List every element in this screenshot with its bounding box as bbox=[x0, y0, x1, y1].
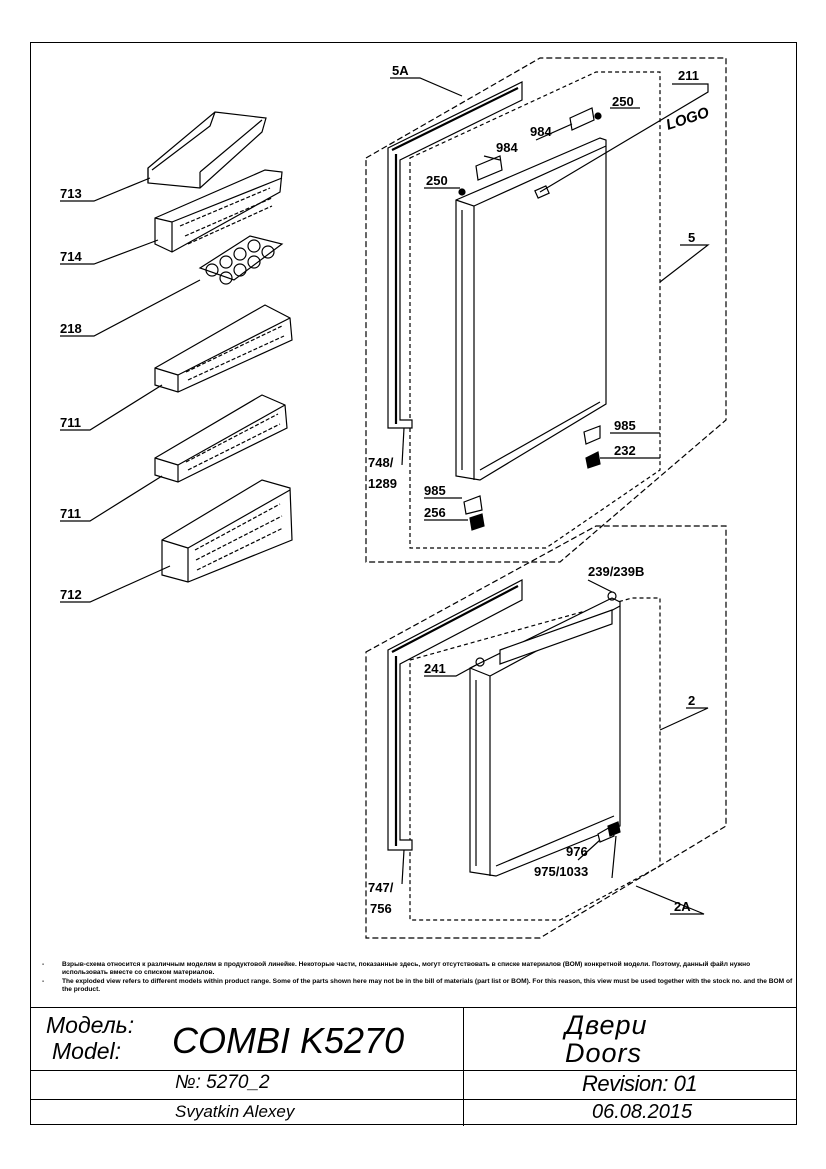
leader-714 bbox=[60, 239, 159, 265]
leader-239 bbox=[587, 579, 613, 593]
callout-241: 241 bbox=[424, 661, 446, 676]
leader-747 bbox=[401, 849, 405, 885]
callout-748: 748/ bbox=[368, 455, 394, 470]
callout-5A: 5A bbox=[392, 63, 409, 78]
leader-218 bbox=[60, 279, 201, 337]
part-985-bracket-bottom bbox=[463, 495, 483, 515]
part-712-bottle-shelf bbox=[161, 479, 293, 583]
title-ru: Двери bbox=[565, 1010, 648, 1040]
part-250-screw-left bbox=[458, 188, 466, 196]
author: Svyatkin Alexey bbox=[175, 1102, 295, 1121]
leader-2 bbox=[659, 707, 709, 731]
leader-711b bbox=[60, 475, 163, 522]
part-714-balcony-shelf bbox=[154, 169, 283, 253]
callout-714: 714 bbox=[60, 249, 82, 264]
leader-713 bbox=[60, 177, 151, 202]
group-5-boundary bbox=[409, 71, 661, 549]
group-2A-boundary bbox=[365, 525, 727, 939]
callout-250-left: 250 bbox=[426, 173, 448, 188]
leader-712 bbox=[60, 565, 171, 603]
part-713-shelf-cover bbox=[147, 111, 267, 189]
note-en: -The exploded view refers to different m… bbox=[42, 977, 793, 994]
leader-5A bbox=[390, 77, 463, 97]
part-711-door-shelf-lower bbox=[154, 394, 288, 483]
revision: Revision: 01 bbox=[582, 1071, 698, 1096]
title-en: Doors bbox=[565, 1038, 643, 1068]
part-2-lower-door bbox=[469, 597, 621, 877]
group-5A-boundary bbox=[365, 57, 727, 563]
callout-747: 747/ bbox=[368, 880, 394, 895]
callout-985-top: 985 bbox=[614, 418, 636, 433]
part-232-hinge-pin bbox=[585, 451, 601, 469]
exploded-view-drawing: 713 714 218 711 711 712 5A 211 LOGO 250 … bbox=[60, 57, 727, 939]
disclaimer-notes: -Взрыв-схема относится к различным модел… bbox=[30, 961, 797, 995]
callout-256: 256 bbox=[424, 505, 446, 520]
leader-241 bbox=[424, 663, 479, 677]
leader-5 bbox=[659, 244, 710, 283]
model-value: COMBI K5270 bbox=[172, 1020, 405, 1061]
callout-2A: 2A bbox=[674, 899, 691, 914]
logo-mark: LOGO bbox=[664, 104, 712, 134]
callout-711b: 711 bbox=[60, 506, 81, 521]
title-block: Модель: Model: COMBI K5270 Двери Doors №… bbox=[30, 1007, 797, 1126]
callout-211: 211 bbox=[678, 68, 699, 83]
part-250-screw-right bbox=[594, 112, 602, 120]
leader-211-logo bbox=[539, 83, 709, 193]
leader-984-right bbox=[535, 123, 573, 141]
leader-976 bbox=[577, 839, 601, 861]
part-5-upper-door bbox=[455, 137, 607, 481]
leader-748 bbox=[401, 427, 405, 466]
note-ru: -Взрыв-схема относится к различным модел… bbox=[42, 961, 751, 977]
leader-2A bbox=[635, 885, 705, 915]
callout-984-left: 984 bbox=[496, 140, 518, 155]
part-711-door-shelf-upper bbox=[154, 304, 293, 393]
callout-975-1033: 975/1033 bbox=[534, 864, 588, 879]
leader-984-left bbox=[483, 155, 501, 161]
callout-1289: 1289 bbox=[368, 476, 397, 491]
callout-232: 232 bbox=[614, 443, 636, 458]
callout-5: 5 bbox=[688, 230, 695, 245]
part-975-screw bbox=[607, 821, 621, 837]
document-number: №: 5270_2 bbox=[175, 1072, 270, 1093]
callout-984-right: 984 bbox=[530, 124, 552, 139]
callout-2: 2 bbox=[688, 693, 695, 708]
callout-713: 713 bbox=[60, 186, 82, 201]
drawing-frame bbox=[30, 42, 797, 1125]
part-985-bracket-top bbox=[583, 425, 601, 445]
leader-975 bbox=[611, 835, 617, 879]
date: 06.08.2015 bbox=[592, 1101, 693, 1123]
part-241-hinge-bushing bbox=[475, 657, 485, 667]
part-984-hinge-cover-left bbox=[475, 155, 503, 181]
part-256-hinge bbox=[469, 513, 485, 531]
model-label-en: Model: bbox=[52, 1038, 122, 1064]
part-984-hinge-cover-right bbox=[569, 107, 595, 131]
leader-711a bbox=[60, 384, 163, 431]
part-747-gasket bbox=[387, 579, 523, 851]
callout-976: 976 bbox=[566, 844, 588, 859]
callout-711a: 711 bbox=[60, 415, 81, 430]
part-5A-gasket bbox=[387, 81, 523, 429]
callout-250-right: 250 bbox=[612, 94, 634, 109]
group-2-boundary bbox=[409, 597, 661, 921]
callout-985-bottom: 985 bbox=[424, 483, 446, 498]
callout-712: 712 bbox=[60, 587, 82, 602]
model-label-ru: Модель: bbox=[46, 1012, 135, 1038]
callout-239-239B: 239/239B bbox=[588, 564, 644, 579]
callout-218: 218 bbox=[60, 321, 82, 336]
callout-756: 756 bbox=[370, 901, 392, 916]
part-218-egg-tray bbox=[198, 235, 284, 285]
